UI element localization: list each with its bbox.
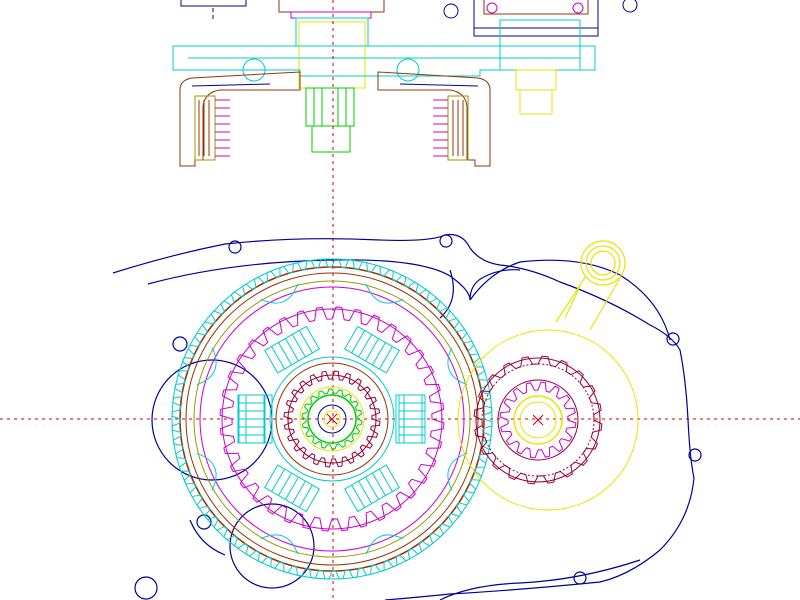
clutch-magenta-ring (199, 286, 465, 552)
hub-brown-ring (275, 362, 389, 476)
pinion-teeth (473, 355, 603, 485)
friction-plate (344, 325, 400, 374)
clutch-basket-inner (185, 272, 479, 566)
basket-notch (447, 452, 468, 491)
basket-notch (196, 452, 217, 491)
hub-teeth (283, 370, 381, 468)
boss-8 (172, 336, 188, 352)
clutch-olive-ring (193, 280, 471, 558)
boss-6 (134, 576, 158, 600)
left-housing-arm (179, 71, 301, 167)
clutch-outer-teeth (171, 258, 493, 580)
friction-plate (238, 394, 266, 444)
friction-plate (264, 464, 320, 513)
pinion-yellow-hub (513, 395, 563, 445)
basket-notch (365, 534, 404, 555)
basket-notch (365, 283, 404, 304)
hub-center-mark (326, 413, 338, 425)
hub-gear-teeth (283, 370, 381, 468)
boss-1 (228, 240, 242, 254)
left-friction-plates (194, 95, 230, 161)
boss-5 (573, 571, 587, 585)
clutch-outer-ring (171, 258, 493, 580)
kickstart-arm (555, 240, 626, 331)
top-section-view (172, 0, 638, 167)
pinion-inner-teeth (499, 381, 577, 459)
friction-plate (264, 325, 320, 374)
basket-notch (260, 283, 299, 304)
friction-plate (398, 394, 426, 444)
top-left-rect (180, 0, 247, 7)
clutch-assembly (171, 258, 493, 580)
basket-notches (196, 283, 468, 555)
inner-gear-teeth (219, 306, 445, 532)
right-bearing-block (473, 0, 599, 115)
pinion-gear-assembly (457, 329, 639, 511)
right-bearing (395, 394, 423, 444)
top-bolt-right (622, 0, 638, 13)
boss-2 (439, 234, 453, 248)
hub-yellow-ring (299, 386, 365, 452)
clutch-inner-teeth (219, 306, 445, 532)
lower-left-arc (229, 503, 315, 589)
right-housing-arm (377, 71, 491, 167)
side-bearings (237, 394, 423, 444)
basket-notch (447, 347, 468, 386)
outer-gear-teeth (171, 258, 493, 580)
boss-7 (196, 514, 212, 530)
shaft-housing-top (278, 0, 385, 13)
hub-green-ring (307, 394, 357, 444)
hub-spline-teeth (301, 388, 363, 450)
top-bolt-left (443, 3, 459, 19)
pinion-gear-teeth (473, 355, 603, 485)
hub-cyan-ring (269, 356, 395, 482)
friction-plate (344, 464, 400, 513)
basket-notch (260, 534, 299, 555)
boss-4 (688, 448, 702, 462)
left-large-arc (151, 359, 273, 481)
splined-hub (305, 87, 355, 153)
boss-3 (666, 332, 680, 346)
pinion-red-ring (475, 357, 601, 483)
shaft-yellow (298, 21, 366, 89)
pinion-outer-yellow (457, 329, 639, 511)
right-friction-plates (433, 95, 469, 161)
left-bearing (237, 394, 273, 444)
basket-notch (196, 347, 217, 386)
pressure-plate (172, 45, 596, 77)
crankcase-outline (112, 233, 695, 600)
